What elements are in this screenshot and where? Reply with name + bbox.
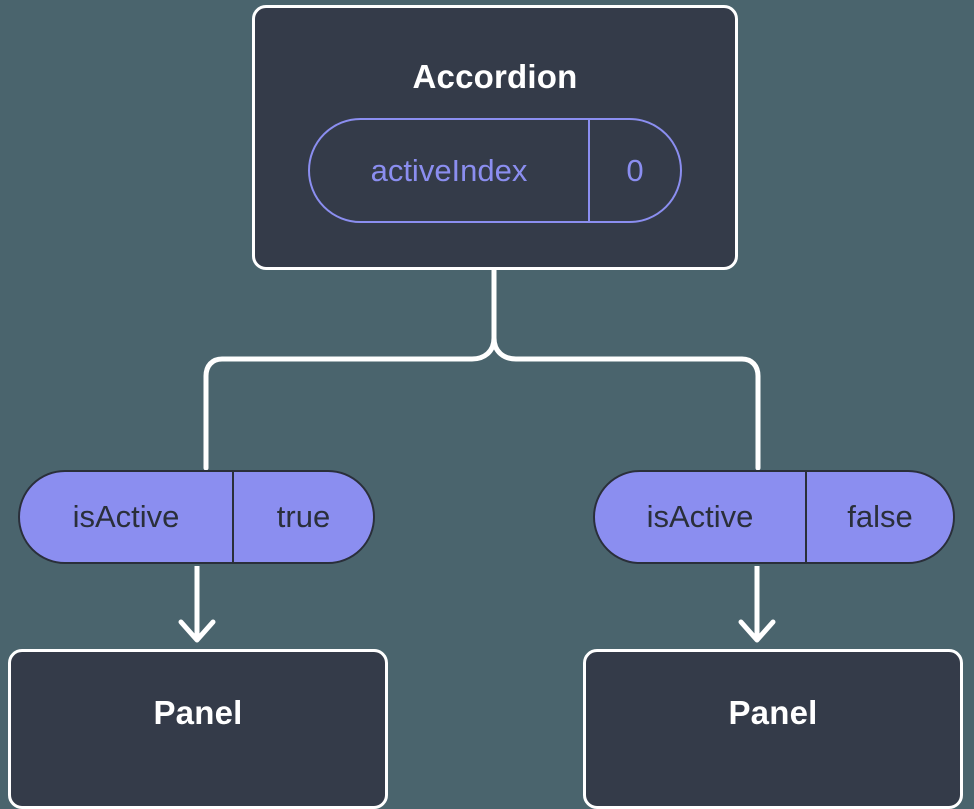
panel-right-node-label: Panel xyxy=(728,694,818,731)
accordion-node-label: Accordion xyxy=(412,58,578,95)
prop-pill-is-active-false[interactable]: isActive false xyxy=(593,470,955,564)
panel-left-node-label: Panel xyxy=(153,694,243,731)
prop-pill-is-active-false-key: isActive xyxy=(646,499,754,534)
prop-pill-active-index-key: activeIndex xyxy=(370,152,528,188)
prop-pill-active-index[interactable]: activeIndex 0 xyxy=(308,118,682,223)
prop-pill-is-active-true-value: true xyxy=(232,472,373,562)
arrow-down-icon-left xyxy=(178,619,216,643)
prop-pill-is-active-false-value: false xyxy=(805,472,953,562)
connector-split-right xyxy=(491,335,761,471)
arrow-down-icon-right xyxy=(738,619,776,643)
component-node-panel-left[interactable]: Panel xyxy=(8,649,388,809)
prop-pill-is-active-true-key: isActive xyxy=(72,499,180,534)
component-node-panel-right[interactable]: Panel xyxy=(583,649,963,809)
prop-pill-is-active-true[interactable]: isActive true xyxy=(18,470,375,564)
diagram-canvas: Accordion activeIndex 0 isActive true Pa… xyxy=(8,5,963,809)
connector-split-left xyxy=(203,335,497,471)
prop-pill-active-index-value: 0 xyxy=(588,120,680,221)
